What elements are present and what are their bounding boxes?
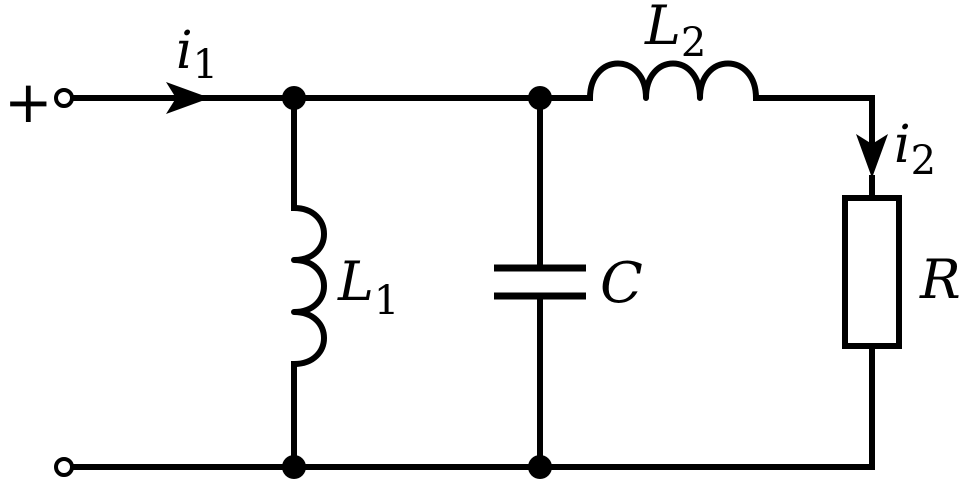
label-L1: L1	[337, 250, 399, 324]
label-C: C	[600, 251, 643, 316]
resistor-R	[842, 195, 902, 349]
terminal-positive	[54, 88, 74, 108]
L1-coil	[291, 205, 327, 367]
i2-arrow	[856, 134, 888, 178]
junction-top-L1	[282, 86, 306, 110]
junction-bottom-L1	[282, 455, 306, 479]
label-i2: i2	[894, 115, 936, 184]
plus-sign: +	[4, 68, 53, 136]
top-wire-right	[753, 95, 875, 153]
label-R: R	[919, 248, 961, 311]
label-L2: L2	[644, 0, 706, 66]
right-wire-bottom	[69, 343, 875, 470]
L2-coil	[587, 60, 759, 101]
junction-top-C	[528, 86, 552, 110]
junction-bottom-C	[528, 455, 552, 479]
i1-arrow	[166, 82, 210, 114]
label-i1: i1	[176, 21, 218, 88]
terminal-negative	[54, 457, 74, 477]
